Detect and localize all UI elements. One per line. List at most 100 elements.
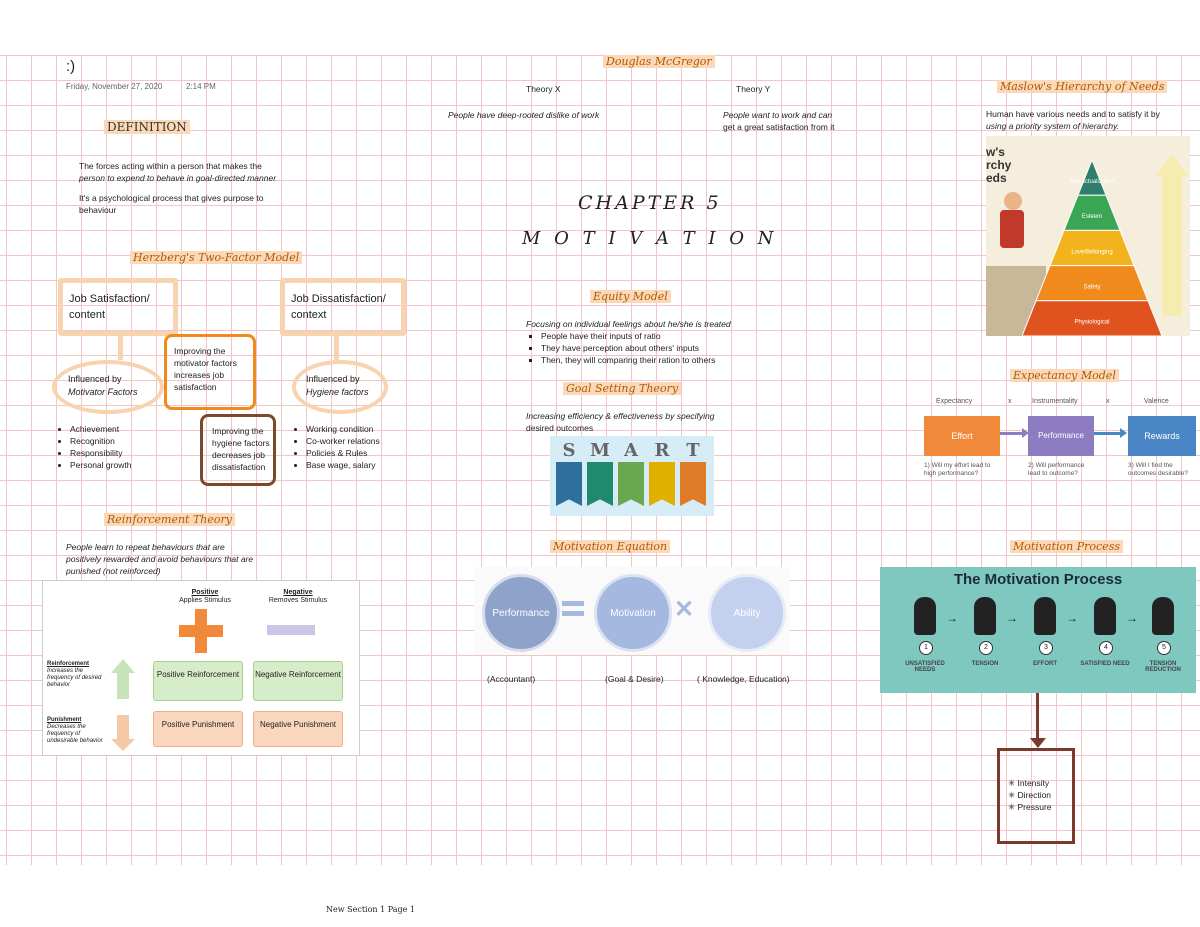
- page-title: :): [66, 58, 76, 75]
- reinforcement-title: Reinforcement Theory: [104, 513, 235, 526]
- pyramid-level-label: Safety: [1083, 284, 1100, 290]
- list-item: Recognition: [70, 435, 131, 447]
- process-figure-icon: [1034, 597, 1056, 635]
- process-figure-icon: [1152, 597, 1174, 635]
- goal-title: Goal Setting Theory: [563, 382, 682, 395]
- person-body: [1000, 210, 1024, 248]
- herzberg-title: Herzberg's Two-Factor Model: [130, 251, 303, 264]
- motivator-note-line-4: satisfaction: [174, 382, 217, 392]
- theory-y-label: Theory Y: [736, 84, 771, 94]
- equity-title: Equity Model: [590, 290, 671, 303]
- smart-block: R: [649, 440, 675, 506]
- smart-block: M: [587, 440, 613, 506]
- goal-text: Increasing efficiency & effectiveness by…: [526, 410, 715, 434]
- reinforcement-line-3: punished (not reinforced): [66, 566, 161, 576]
- arrow-right-icon: →: [1126, 611, 1138, 625]
- process-step-number: 4: [1099, 641, 1113, 655]
- page-footer: New Section 1 Page 1: [326, 905, 416, 914]
- job-dissatisfaction-box: Job Dissatisfaction/ context: [280, 278, 406, 336]
- process-factors-box: ✳ Intensity ✳ Direction ✳ Pressure: [997, 748, 1075, 844]
- motivator-ellipse-line-2: Motivator Factors: [68, 386, 138, 397]
- theory-y-text: People want to work and can get a great …: [723, 109, 835, 133]
- chapter-subtitle: M O T I V A T I O N: [522, 228, 778, 249]
- arrow-right-icon: →: [946, 611, 958, 625]
- down-arrow-icon: [111, 739, 135, 751]
- process-figure-icon: [914, 597, 936, 635]
- process-arrow-head-icon: [1030, 738, 1046, 748]
- motivator-note-line-1: Improving the: [174, 346, 226, 356]
- negative-head: Negative: [283, 589, 313, 596]
- rewards-box: Rewards: [1128, 416, 1196, 456]
- definition-text: The forces acting within a person that m…: [79, 160, 319, 216]
- theory-y-line-2: get a great satisfaction from it: [723, 122, 835, 132]
- list-item: Achievement: [70, 423, 131, 435]
- factor-item: ✳ Direction: [1008, 789, 1072, 801]
- smart-letter: R: [654, 440, 670, 461]
- motivator-list: Achievement Recognition Responsibility P…: [56, 423, 131, 471]
- maslow-title: Maslow's Hierarchy of Needs: [997, 80, 1168, 93]
- smart-letter: A: [624, 440, 638, 461]
- performance-box: Performance: [1028, 416, 1094, 456]
- maslow-text: Human have various needs and to satisfy …: [986, 108, 1160, 132]
- minus-icon: [267, 625, 315, 635]
- equation-label-2: (Goal & Desire): [605, 674, 664, 684]
- multiply-icon: ✕: [674, 596, 695, 623]
- process-figure-icon: [1094, 597, 1116, 635]
- process-step-number: 5: [1157, 641, 1171, 655]
- hygiene-note: Improving the hygiene factors decreases …: [200, 414, 276, 486]
- maslow-line-1: Human have various needs and to satisfy …: [986, 109, 1160, 119]
- pyramid-level: [1049, 229, 1135, 267]
- expectancy-diagram: Expectancy x Instrumentality x Valence E…: [920, 396, 1200, 492]
- reinforcement-label: Reinforcement Increases the frequency of…: [47, 661, 107, 689]
- maslow-line-2: using a priority system of hierarchy.: [986, 121, 1120, 131]
- pun-desc: Decreases the frequency of undesirable b…: [47, 724, 103, 744]
- theory-y-line-1: People want to work and can: [723, 110, 833, 120]
- chapter-title: CHAPTER 5: [578, 192, 722, 214]
- expectancy-title: Expectancy Model: [1010, 369, 1119, 382]
- smart-ribbon: [618, 462, 644, 506]
- cell-positive-reinforcement: Positive Reinforcement: [153, 661, 243, 701]
- process-step-number: 2: [979, 641, 993, 655]
- smart-block: T: [680, 440, 706, 506]
- equation-label-3: ( Knowledge, Education): [697, 674, 790, 684]
- equation-label-1: (Accountant): [487, 674, 536, 684]
- process-title: Motivation Process: [1010, 540, 1123, 553]
- equals-icon: [562, 601, 584, 606]
- pyramid-level-label: Esteem: [1082, 214, 1102, 220]
- positive-head: Positive: [191, 589, 219, 596]
- pun-label: Punishment: [47, 717, 82, 723]
- asterisk-icon: ✳: [1008, 790, 1016, 800]
- goal-line-2: desired outcomes: [526, 423, 594, 433]
- motivator-note: Improving the motivator factors increase…: [164, 334, 256, 410]
- pyramid-level: [1077, 160, 1107, 196]
- process-step-number: 1: [919, 641, 933, 655]
- smart-block: S: [556, 440, 582, 506]
- hygiene-ellipse-line-1: Influenced by: [306, 374, 360, 384]
- theory-x-label: Theory X: [526, 84, 561, 94]
- equals-icon-bar: [562, 611, 584, 616]
- job-dissatisfaction-line-2: context: [291, 309, 327, 321]
- pyramid-level: [1035, 265, 1149, 302]
- pyramid-level-label: Self-actualization: [1069, 179, 1115, 185]
- definition-title: DEFINITION: [104, 120, 190, 134]
- asterisk-icon: ✳: [1008, 778, 1016, 788]
- smart-ribbon: [556, 462, 582, 506]
- question-3: 3) Will I find the outcomes desirable?: [1128, 462, 1188, 477]
- pyramid-level: [1063, 194, 1121, 231]
- arrow-2: [1094, 432, 1124, 435]
- negative-header: Negative Removes Stimulus: [265, 589, 331, 605]
- x-2: x: [1106, 398, 1110, 405]
- motivator-note-line-3: increases job: [174, 370, 225, 380]
- goal-line-1: Increasing efficiency & effectiveness by…: [526, 411, 715, 421]
- job-satisfaction-box: Job Satisfaction/ content: [58, 278, 178, 336]
- process-figure-icon: [974, 597, 996, 635]
- pyramid-level-label: Physiological: [1074, 320, 1109, 326]
- arrow-up-icon: [1156, 154, 1188, 176]
- cell-positive-punishment: Positive Punishment: [153, 711, 243, 747]
- plus-icon-bar: [179, 625, 223, 637]
- reinf-desc: Increases the frequency of desired behav…: [47, 668, 102, 688]
- process-arrow-line: [1036, 693, 1039, 741]
- hygiene-ellipse: Influenced by Hygiene factors: [292, 360, 388, 414]
